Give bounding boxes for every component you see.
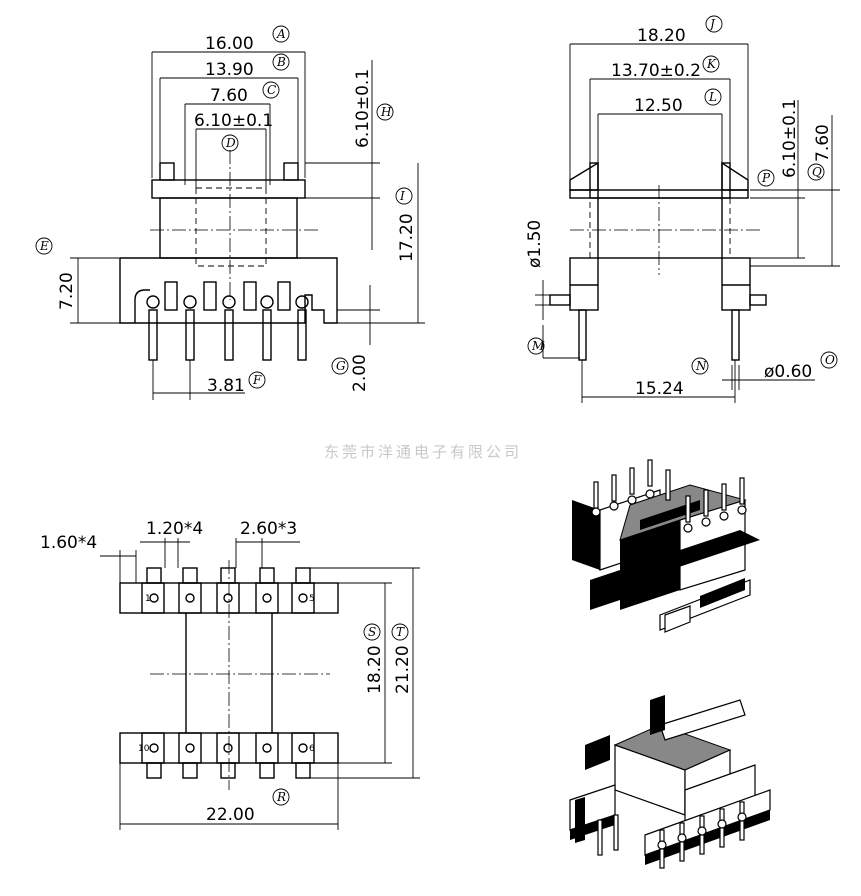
label-j: J — [707, 17, 716, 31]
dim-m: ø1.50 — [525, 220, 545, 268]
label-p: P — [761, 171, 771, 185]
front-view: 16.00 A 13.90 B 7.60 C 6.10±0.1 D 6.10±0… — [35, 25, 425, 400]
dim-r: 22.00 — [206, 805, 255, 825]
label-g: G — [336, 359, 346, 373]
label-f: F — [252, 373, 262, 387]
pin-10-label: 10 — [138, 744, 150, 754]
dim-l: 12.50 — [634, 96, 683, 116]
dim-c: 7.60 — [210, 86, 248, 106]
pin-1-label: 1 — [145, 594, 151, 604]
label-b: B — [276, 55, 286, 69]
dim-f: 3.81 — [207, 376, 245, 396]
label-d: D — [225, 136, 236, 150]
dim-p: 6.10±0.1 — [780, 99, 800, 178]
dim-t: 21.20 — [393, 645, 413, 694]
label-i: I — [399, 189, 405, 203]
dim-b: 13.90 — [205, 60, 254, 80]
dim-s: 18.20 — [365, 645, 385, 694]
label-s: S — [368, 625, 376, 639]
dim-e: 7.20 — [57, 272, 77, 310]
dim-o: ø0.60 — [764, 362, 812, 382]
pin-5-label: 5 — [309, 594, 315, 604]
side-view: 18.20 J 13.70±0.2 K 12.50 L 6.10±0.1 P 7… — [525, 15, 840, 403]
label-a: A — [276, 27, 286, 41]
dim-a: 16.00 — [205, 34, 254, 54]
dim-g: 2.00 — [350, 354, 370, 392]
dim-j: 18.20 — [637, 26, 686, 46]
dim-h: 6.10±0.1 — [353, 69, 373, 148]
label-e: E — [39, 239, 49, 253]
label-t: T — [396, 625, 405, 639]
label-m: M — [531, 339, 545, 353]
dim-k: 13.70±0.2 — [611, 61, 701, 81]
dim-n: 15.24 — [635, 379, 684, 399]
dim-q: 7.60 — [813, 124, 833, 162]
label-h: H — [380, 105, 392, 119]
label-l: L — [708, 90, 717, 104]
dim-d: 6.10±0.1 — [194, 111, 273, 131]
isometric-view-top — [572, 459, 760, 633]
company-watermark: 东莞市洋通电子有限公司 — [324, 443, 522, 461]
bottom-view: 1 5 10 6 1.60*4 1.20*4 — [40, 519, 420, 830]
pin-6-label: 6 — [309, 744, 315, 754]
label-n: N — [695, 359, 707, 373]
dim-pitch-2: 1.20*4 — [146, 519, 203, 539]
label-k: K — [706, 57, 717, 71]
dim-i: 17.20 — [397, 213, 417, 262]
isometric-view-bottom — [569, 695, 771, 869]
label-o: O — [825, 353, 835, 367]
label-q: Q — [812, 165, 822, 179]
dim-pitch-1: 1.60*4 — [40, 533, 97, 553]
label-r: R — [276, 790, 286, 804]
dim-pitch-3: 2.60*3 — [240, 519, 297, 539]
label-c: C — [267, 83, 276, 97]
